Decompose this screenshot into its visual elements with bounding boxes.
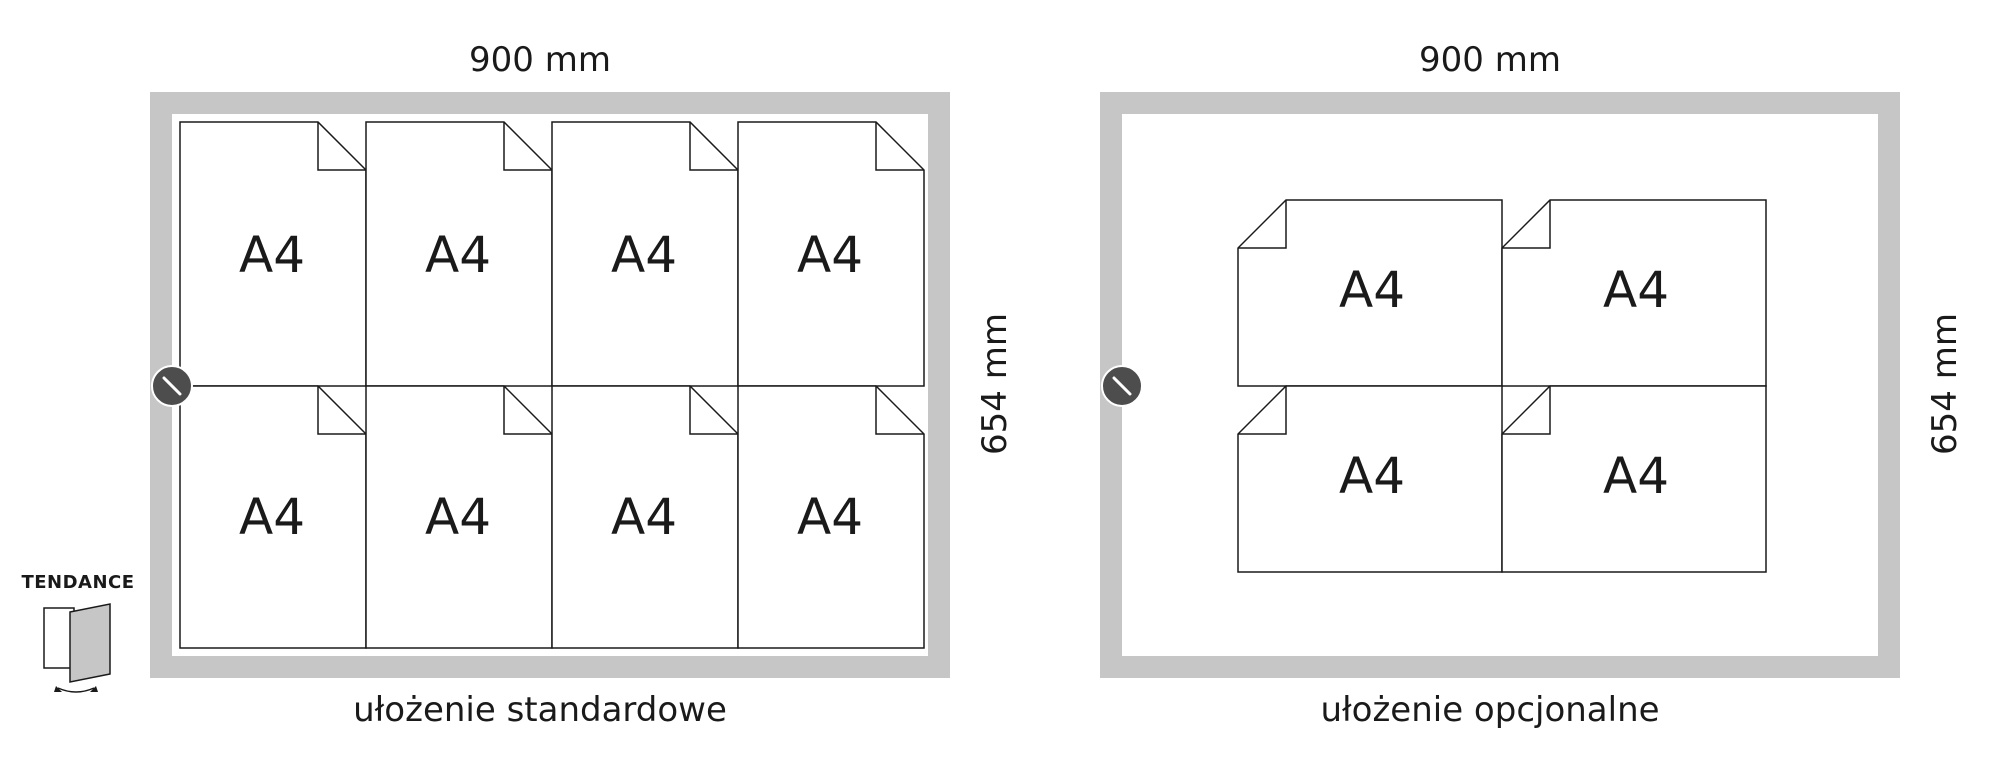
sheet-label: A4 xyxy=(239,226,305,284)
a4-sheet: A4 xyxy=(551,121,739,387)
a4-sheet: A4 xyxy=(1237,199,1503,387)
sheet-label: A4 xyxy=(425,488,491,546)
sheet-label: A4 xyxy=(797,226,863,284)
a4-sheet: A4 xyxy=(1501,199,1767,387)
panel-standard-width-label: 900 mm xyxy=(469,40,611,80)
panel-standard-height-label: 654 mm xyxy=(975,313,1015,455)
panel-optional-caption: ułożenie opcjonalne xyxy=(1320,690,1660,730)
sheet-label: A4 xyxy=(611,488,677,546)
panel-optional-height-label: 654 mm xyxy=(1925,313,1965,455)
sheet-label: A4 xyxy=(1603,447,1669,505)
a4-sheet: A4 xyxy=(179,385,367,649)
lock-icon xyxy=(1101,365,1143,407)
panel-standard-board: A4 A4 A4 A4 A4 A4 A4 A4 xyxy=(150,92,950,678)
a4-sheet: A4 xyxy=(365,385,553,649)
sheet-label: A4 xyxy=(425,226,491,284)
a4-sheet: A4 xyxy=(365,121,553,387)
a4-sheet: A4 xyxy=(551,385,739,649)
sheet-label: A4 xyxy=(1339,447,1405,505)
sheet-label: A4 xyxy=(611,226,677,284)
sheet-label: A4 xyxy=(797,488,863,546)
a4-sheet: A4 xyxy=(737,385,925,649)
sheet-label: A4 xyxy=(1603,261,1669,319)
sheet-label: A4 xyxy=(1339,261,1405,319)
a4-sheet: A4 xyxy=(179,121,367,387)
lock-icon xyxy=(151,365,193,407)
a4-sheet: A4 xyxy=(737,121,925,387)
brand-name: TENDANCE xyxy=(21,572,135,593)
door-swing-icon xyxy=(43,603,111,693)
sheet-label: A4 xyxy=(239,488,305,546)
panel-optional-board: A4 A4 A4 A4 xyxy=(1100,92,1900,678)
panel-optional-width-label: 900 mm xyxy=(1419,40,1561,80)
a4-sheet: A4 xyxy=(1237,385,1503,573)
panel-standard-caption: ułożenie standardowe xyxy=(353,690,727,730)
a4-sheet: A4 xyxy=(1501,385,1767,573)
